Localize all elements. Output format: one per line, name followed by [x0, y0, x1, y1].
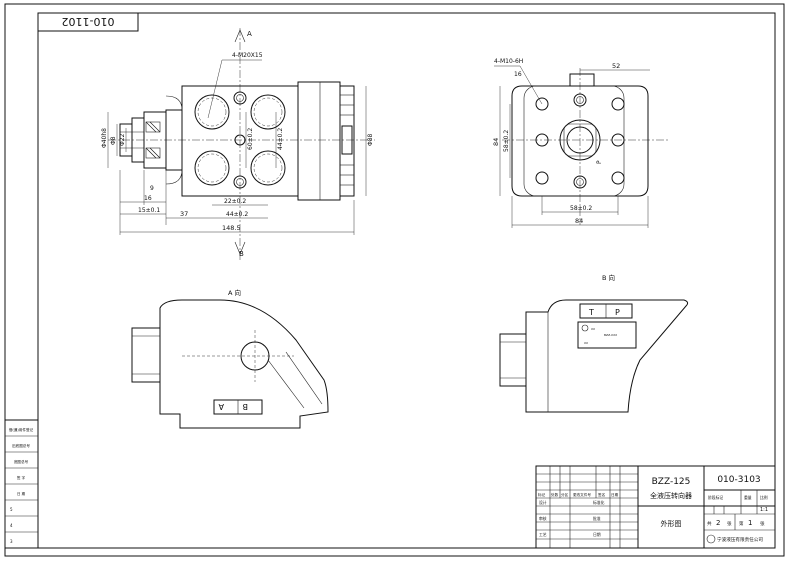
nameplate-line-1: XX — [591, 327, 595, 331]
sheet-total: 2 — [716, 519, 720, 527]
sheet-no-label: 第 — [739, 520, 744, 527]
front-view: A B — [101, 28, 375, 262]
hdr-change-doc: 更改文件号 — [573, 492, 591, 497]
dim-phi88: Φ88 — [367, 133, 374, 146]
port-p-label: P — [615, 308, 620, 317]
dim-15: 15±0.1 — [138, 207, 160, 214]
row-standard: 标准化 — [593, 500, 605, 505]
strip-row-3: 签 字 — [17, 475, 26, 480]
dim-58-vert: 58±0.2 — [503, 130, 510, 152]
strip-row-1: 旧底图总号 — [12, 443, 30, 448]
dim-9: 9 — [150, 185, 154, 192]
strip-row-5: 5 — [10, 507, 13, 512]
logo-icon — [581, 324, 589, 332]
dim-phi8: Φ8 — [110, 136, 117, 145]
dim-44-horiz: 44±0.2 — [226, 211, 248, 218]
stage-marks: 阶段标记 — [708, 495, 723, 500]
dim-58-horiz: 58±0.2 — [570, 205, 592, 212]
row-design: 设计 — [539, 500, 547, 505]
rotated-drawing-number: 010-1102 — [37, 12, 139, 32]
port-t-label: T — [588, 308, 594, 317]
hdr-zone: 分区 — [561, 492, 569, 497]
dim-16: 16 — [144, 195, 152, 202]
sheet-label: 张 — [727, 520, 732, 527]
dim-side-16: 16 — [514, 71, 522, 78]
strip-row-4: 日 期 — [17, 491, 26, 496]
dim-phi40: Φ40h8 — [101, 128, 108, 148]
dim-44-vert: 44±0.2 — [277, 128, 284, 150]
dim-m10: 4-M10-6H — [494, 58, 523, 65]
hdr-date: 日期 — [611, 492, 619, 497]
strip-row-6: 4 — [10, 523, 13, 528]
port-label-p-side: P — [596, 160, 603, 164]
view-a: A 向 B A — [131, 288, 329, 429]
view-b-arrow-label: B — [239, 250, 244, 258]
view-b: B 向 T P XX BZZ-XXX XX — [499, 273, 689, 413]
dim-thread-ports: 4-M20X15 — [232, 52, 263, 59]
row-process: 工艺 — [539, 532, 547, 537]
company-logo-icon — [706, 534, 716, 544]
company-name: 宁波液压有限责任公司 — [717, 536, 763, 543]
side-view: 4-M10-6H 16 52 84 58±0.2 58±0.2 84 P — [492, 58, 670, 228]
row-date: 日期 — [593, 532, 601, 537]
nameplate-line-2: BZZ-XXX — [604, 333, 617, 337]
title-block: 标记 处数 分区 更改文件号 签名 日期 设计 审核 工艺 标准化 批准 日期 … — [535, 465, 776, 549]
product-name: 全液压转向器 — [650, 491, 692, 500]
view-a-arrow-label: A — [247, 30, 252, 38]
view-name: 外形图 — [661, 519, 682, 528]
svg-text:010-1102: 010-1102 — [62, 15, 115, 28]
hdr-sign: 签名 — [598, 492, 606, 497]
left-strip-table: 借(通)用件登记 旧底图总号 底图总号 签 字 日 期 5 4 3 — [4, 419, 39, 549]
dim-22: 22±0.2 — [224, 198, 246, 205]
nameplate — [577, 321, 637, 349]
scale-value: 1:1 — [760, 507, 768, 513]
port-a-label: A — [218, 402, 224, 411]
dim-phi22: Φ22 — [119, 133, 126, 146]
sheet-no: 1 — [748, 519, 752, 527]
product-code: BZZ-125 — [652, 477, 691, 487]
drawing-number: 010-3103 — [717, 475, 760, 485]
hdr-mark: 标记 — [538, 492, 546, 497]
dim-60: 60±0.2 — [247, 128, 254, 150]
row-review: 审核 — [539, 516, 547, 521]
strip-row-0: 借(通)用件登记 — [9, 427, 34, 432]
dim-148: 148.5 — [222, 224, 241, 232]
strip-row-2: 底图总号 — [14, 459, 29, 464]
nameplate-line-3: XX — [584, 341, 588, 345]
sheet-no-unit: 张 — [760, 520, 765, 527]
row-approve: 批准 — [593, 516, 601, 521]
outer-frame — [4, 3, 785, 557]
strip-row-7: 3 — [10, 539, 13, 544]
weight-label: 重量 — [744, 495, 752, 500]
dim-84-horiz: 84 — [575, 217, 583, 225]
view-a-title: A 向 — [228, 288, 241, 297]
dim-52: 52 — [612, 62, 620, 70]
hdr-qty: 处数 — [551, 492, 559, 497]
scale-label: 比例 — [760, 495, 768, 500]
view-b-title: B 向 — [602, 273, 615, 282]
sheet-total-label: 共 — [707, 520, 712, 527]
dim-37: 37 — [180, 210, 188, 218]
dim-84-vert: 84 — [492, 138, 500, 146]
port-b-label: B — [243, 402, 249, 411]
inner-frame — [37, 12, 776, 549]
